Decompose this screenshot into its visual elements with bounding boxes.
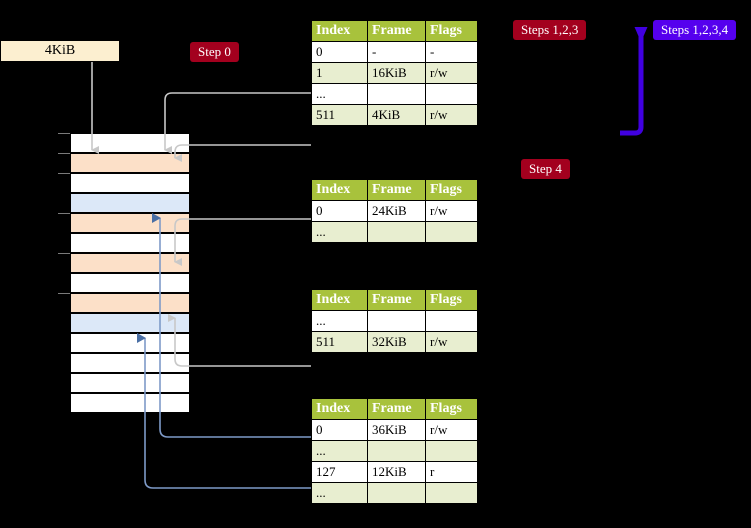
- column-header: Index: [311, 179, 368, 201]
- table-cell: 4KiB: [367, 104, 426, 126]
- memory-frame-cell: [70, 153, 190, 173]
- table-cell: [425, 310, 478, 332]
- table-row: ...: [311, 440, 478, 462]
- table-cell: r: [425, 461, 478, 483]
- table-cell: [425, 440, 478, 462]
- badge-steps-123: Steps 1,2,3: [513, 20, 587, 40]
- column-header: Index: [311, 20, 368, 42]
- memory-frame-cell: [70, 373, 190, 393]
- memory-frame-cell: [70, 213, 190, 233]
- table-cell: 127: [311, 461, 368, 483]
- table-row: ...: [311, 310, 478, 332]
- table-cell: ...: [311, 83, 368, 105]
- table-row: ...: [311, 83, 478, 105]
- table-cell: [367, 440, 426, 462]
- table-cell: 32KiB: [367, 331, 426, 353]
- table-cell: r/w: [425, 419, 478, 441]
- table-cell: [367, 83, 426, 105]
- memory-frame-cell: [70, 333, 190, 353]
- table-cell: [425, 482, 478, 504]
- table-cell: 16KiB: [367, 62, 426, 84]
- table-cell: 36KiB: [367, 419, 426, 441]
- table-cell: ...: [311, 482, 368, 504]
- memory-frame-cell: [70, 313, 190, 333]
- memory-frame-cell: [70, 253, 190, 273]
- memory-tick-mark: [58, 213, 70, 214]
- column-header: Frame: [367, 20, 426, 42]
- table-cell: 24KiB: [367, 200, 426, 222]
- frame-size-label: 4KiB: [0, 40, 120, 62]
- memory-frame-cell: [70, 353, 190, 373]
- table-row: ...: [311, 482, 478, 504]
- table-row: 0--: [311, 41, 478, 63]
- table-cell: 511: [311, 104, 368, 126]
- table-cell: -: [425, 41, 478, 63]
- table-cell: [367, 310, 426, 332]
- memory-frame-cell: [70, 233, 190, 253]
- table-cell: ...: [311, 310, 368, 332]
- column-header: Flags: [425, 398, 478, 420]
- table-cell: 0: [311, 200, 368, 222]
- badge-step-0: Step 0: [190, 42, 239, 62]
- column-header: Frame: [367, 179, 426, 201]
- table-cell: r/w: [425, 331, 478, 353]
- column-header: Flags: [425, 289, 478, 311]
- table-cell: r/w: [425, 200, 478, 222]
- table-cell: [367, 482, 426, 504]
- memory-tick-mark: [58, 133, 70, 134]
- column-header: Index: [311, 398, 368, 420]
- memory-frame-cell: [70, 273, 190, 293]
- memory-tick-mark: [58, 293, 70, 294]
- table-cell: 12KiB: [367, 461, 426, 483]
- memory-tick-mark: [58, 173, 70, 174]
- table-cell: [367, 221, 426, 243]
- column-header: Frame: [367, 398, 426, 420]
- badge-step-4: Step 4: [521, 159, 570, 179]
- memory-frame-cell: [70, 393, 190, 413]
- column-header: Flags: [425, 20, 478, 42]
- column-header: Flags: [425, 179, 478, 201]
- table-row: ...: [311, 221, 478, 243]
- table-cell: ...: [311, 440, 368, 462]
- table-cell: 511: [311, 331, 368, 353]
- table-cell: 0: [311, 419, 368, 441]
- column-header: Index: [311, 289, 368, 311]
- column-header: Frame: [367, 289, 426, 311]
- memory-tick-mark: [58, 253, 70, 254]
- table-cell: 1: [311, 62, 368, 84]
- physical-memory-column: [58, 133, 190, 413]
- memory-frame-cell: [70, 133, 190, 153]
- memory-frame-cell: [70, 293, 190, 313]
- memory-frame-cell: [70, 173, 190, 193]
- badge-steps-1234: Steps 1,2,3,4: [653, 20, 737, 40]
- table-cell: 0: [311, 41, 368, 63]
- table-cell: ...: [311, 221, 368, 243]
- memory-tick-mark: [58, 153, 70, 154]
- table-cell: -: [367, 41, 426, 63]
- table-cell: r/w: [425, 62, 478, 84]
- table-cell: r/w: [425, 104, 478, 126]
- table-cell: [425, 221, 478, 243]
- table-cell: [425, 83, 478, 105]
- memory-frame-cell: [70, 193, 190, 213]
